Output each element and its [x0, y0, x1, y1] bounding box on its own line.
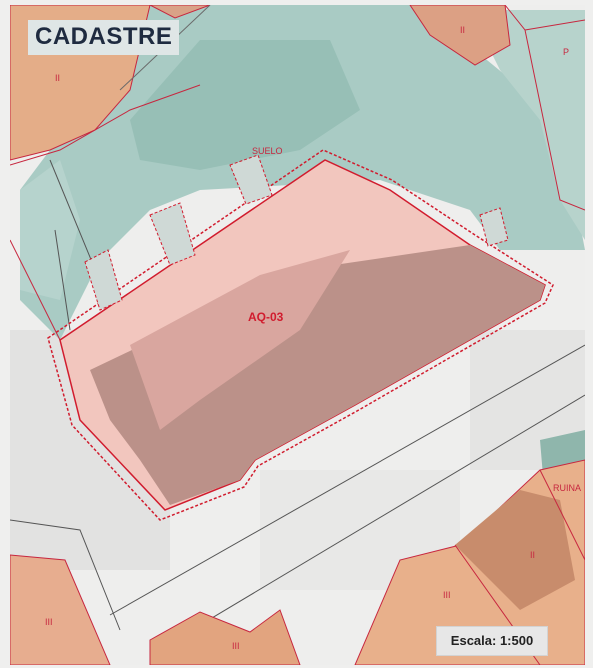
- cadastral-map[interactable]: [10, 5, 585, 665]
- parcel-roof-shadow: [90, 245, 545, 505]
- building-bottom-left: [10, 554, 111, 665]
- parcel-dashed-outline: [47, 149, 554, 521]
- label-ii-bottom-right: II: [530, 550, 536, 560]
- building-top-center: [409, 5, 511, 66]
- label-ii-top-left: II: [55, 73, 61, 83]
- label-iii-bottom-left: III: [45, 617, 53, 627]
- scale-indicator: Escala: 1:500: [436, 626, 548, 656]
- label-iii-bottom-mid: III: [443, 590, 451, 600]
- label-suelo: SUELO: [252, 146, 283, 156]
- building-bottom-center: [149, 609, 301, 665]
- map-title: CADASTRE: [28, 20, 180, 55]
- label-ruina: RUINA: [553, 483, 582, 493]
- parcel-id-label: AQ-03: [248, 310, 284, 324]
- label-iii-bottom-center: III: [232, 641, 240, 651]
- label-p-top-right: P: [563, 47, 570, 57]
- label-ii-top-center: II: [460, 25, 466, 35]
